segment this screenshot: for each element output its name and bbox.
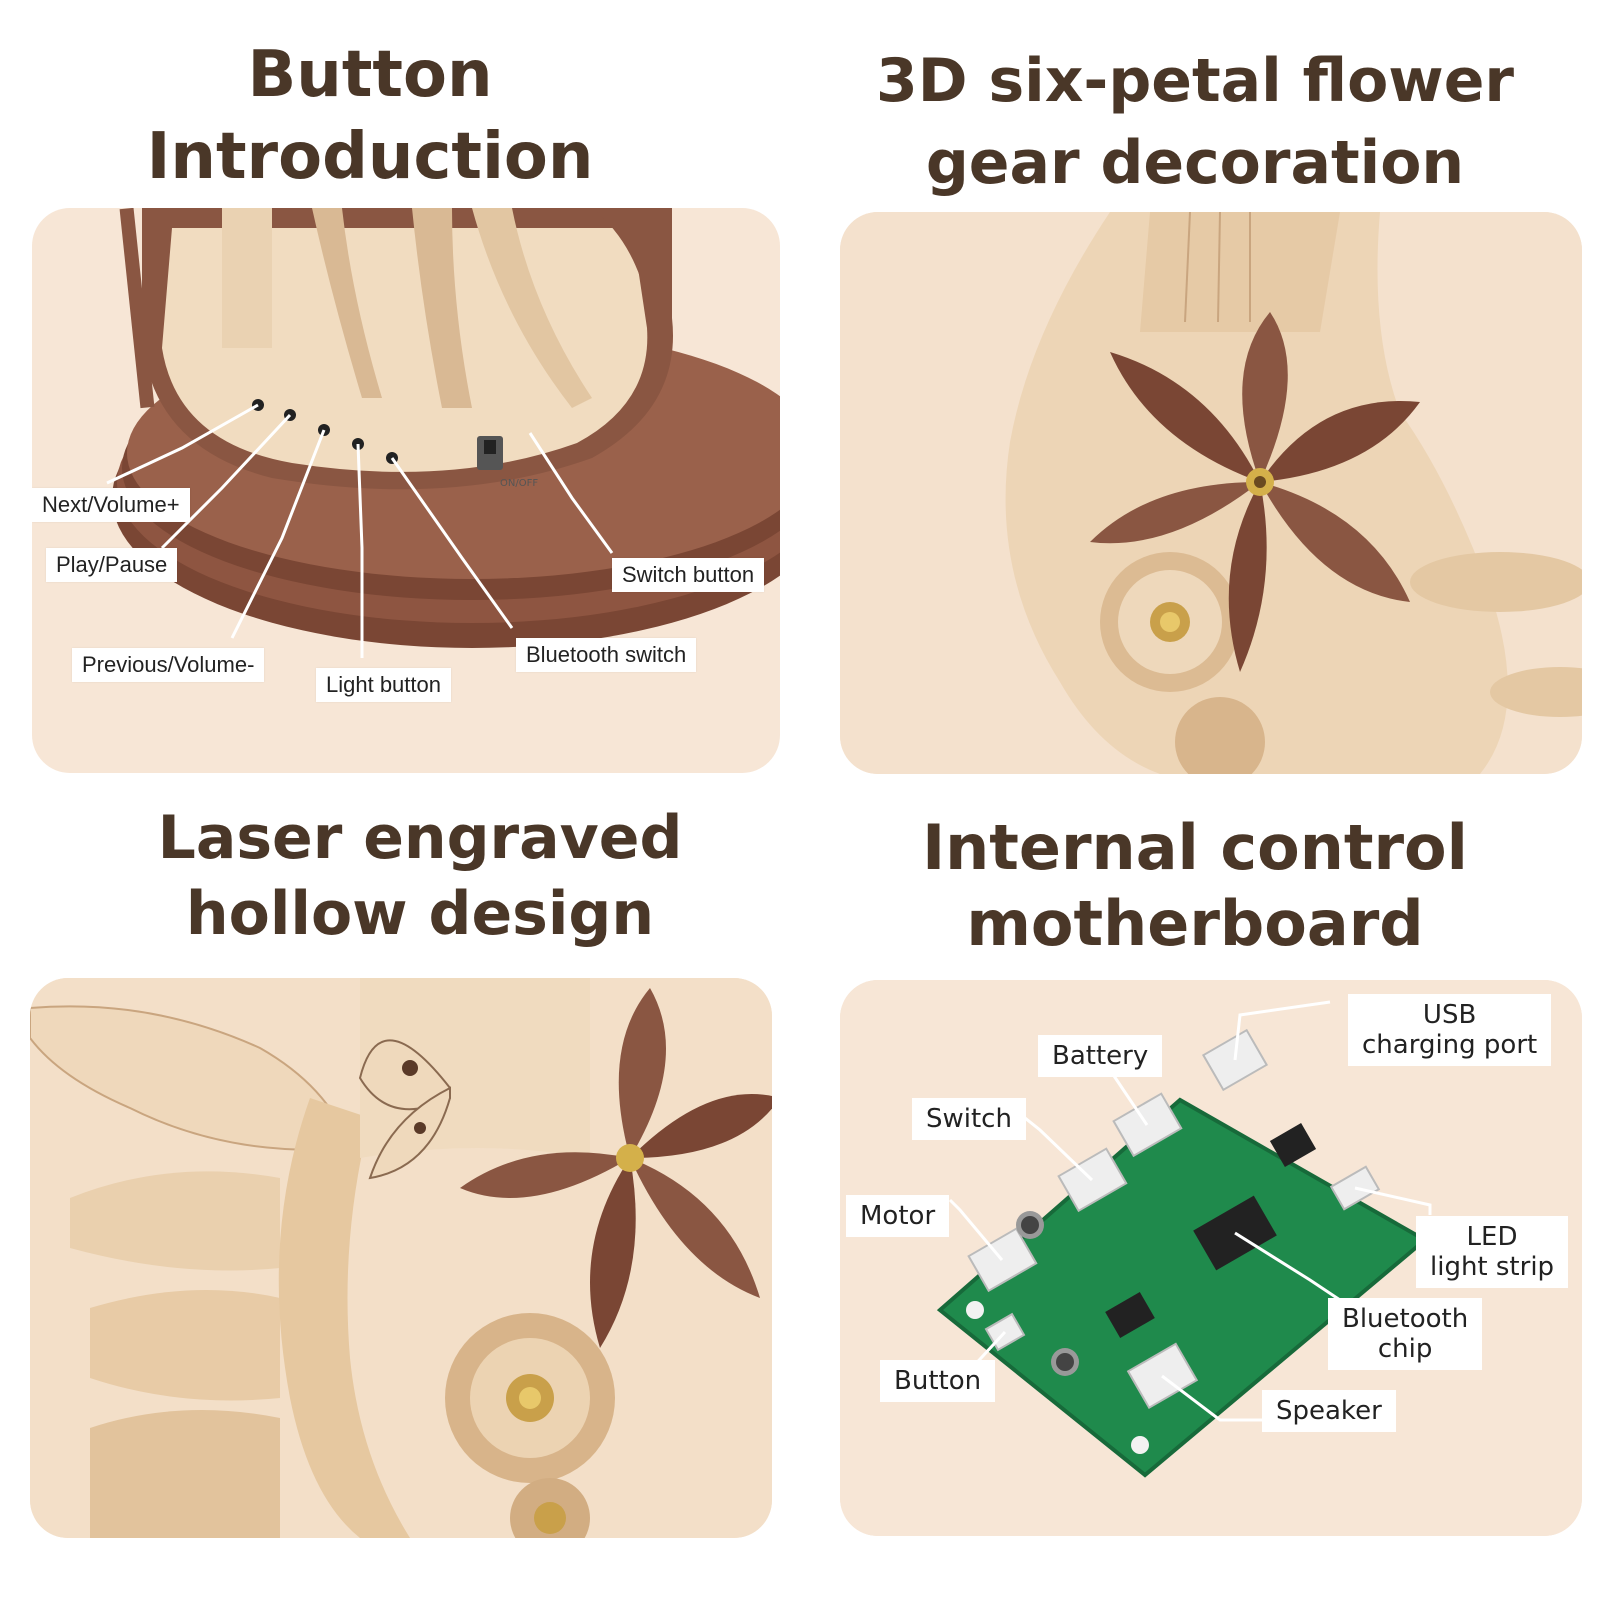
- label-line-1: LED: [1466, 1222, 1518, 1252]
- panel-motherboard: USB charging port Battery Switch Motor L…: [840, 980, 1582, 1536]
- label-next-volume: Next/Volume+: [32, 488, 190, 522]
- panel-button-introduction: ON/OFF Next/Volume+ Play/Pause Previous/…: [32, 208, 780, 773]
- label-previous-volume: Previous/Volume-: [72, 648, 265, 682]
- label-speaker: Speaker: [1262, 1390, 1396, 1432]
- heading-line-2: Introduction: [146, 120, 594, 194]
- heading-line-1: Button: [247, 38, 493, 112]
- heading-flower-gear: 3D six-petal flower gear decoration: [830, 40, 1560, 204]
- heading-button-introduction: Button Introduction: [40, 34, 700, 198]
- label-light-button: Light button: [316, 668, 451, 702]
- label-line-2: chip: [1377, 1334, 1433, 1364]
- label-bluetooth-chip: Bluetooth chip: [1328, 1298, 1483, 1370]
- label-usb-charging-port: USB charging port: [1348, 994, 1552, 1066]
- onoff-text: ON/OFF: [500, 478, 538, 489]
- label-battery: Battery: [1038, 1035, 1163, 1077]
- heading-line-1: Laser engraved: [157, 803, 683, 873]
- label-line-2: charging port: [1362, 1030, 1538, 1060]
- label-line-2: light strip: [1430, 1252, 1555, 1282]
- heading-line-1: Internal control: [922, 811, 1468, 884]
- label-line-1: Bluetooth: [1342, 1304, 1469, 1334]
- panel-laser-engraved: [30, 978, 772, 1538]
- heading-line-2: hollow design: [185, 879, 655, 949]
- label-button: Button: [880, 1360, 996, 1402]
- label-line-1: USB: [1422, 1000, 1477, 1030]
- panel-flower-gear: [840, 212, 1582, 774]
- laser-engraved-illustration: [30, 978, 772, 1538]
- label-switch: Switch: [912, 1098, 1026, 1140]
- label-switch-button: Switch button: [612, 558, 765, 592]
- heading-line-2: gear decoration: [925, 128, 1465, 198]
- label-bluetooth-switch: Bluetooth switch: [516, 638, 697, 672]
- heading-laser-engraved: Laser engraved hollow design: [40, 800, 800, 952]
- music-box-base-illustration: ON/OFF: [106, 208, 780, 658]
- label-led-light-strip: LED light strip: [1416, 1216, 1569, 1288]
- label-play-pause: Play/Pause: [46, 548, 178, 582]
- label-motor: Motor: [846, 1195, 950, 1237]
- heading-internal-control: Internal control motherboard: [830, 810, 1560, 962]
- heading-line-2: motherboard: [966, 887, 1424, 960]
- flower-gear-illustration: [840, 212, 1582, 774]
- heading-line-1: 3D six-petal flower: [876, 46, 1514, 116]
